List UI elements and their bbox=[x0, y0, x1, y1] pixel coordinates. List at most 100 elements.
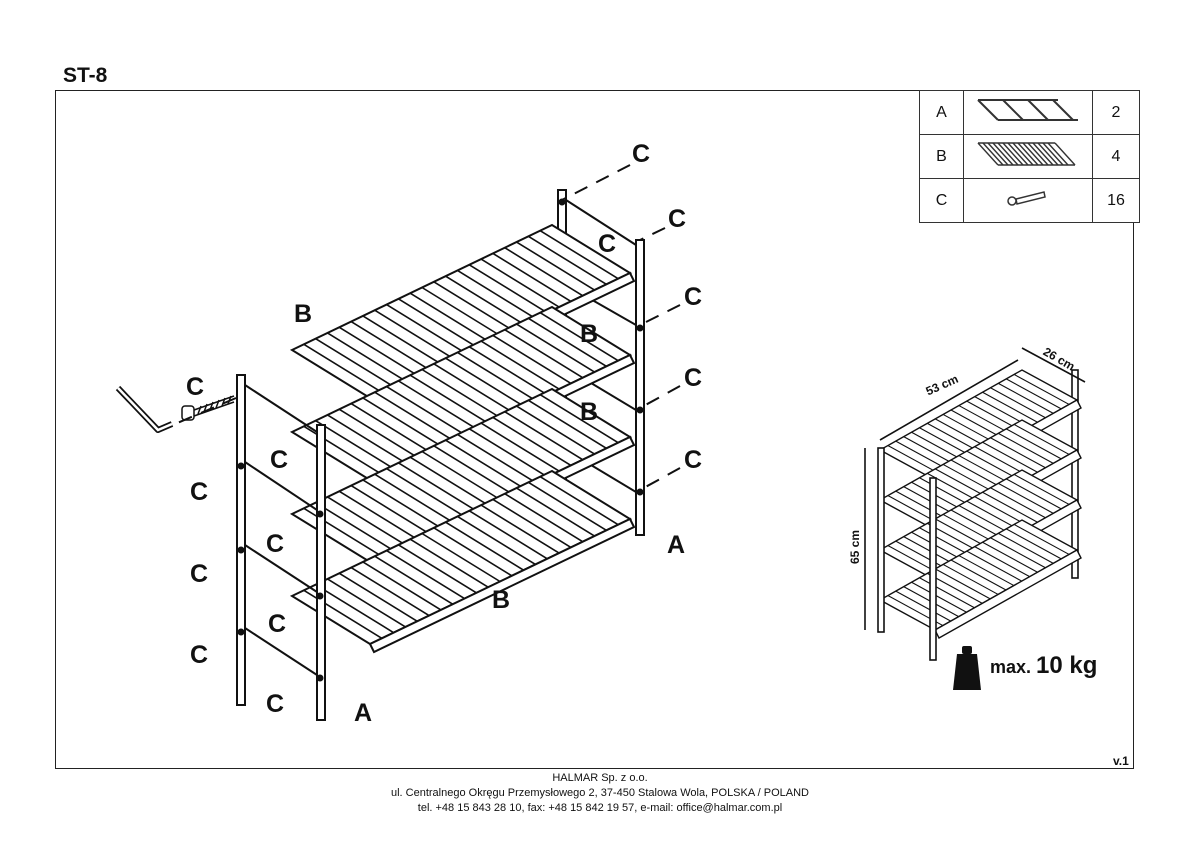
shelf-slat bbox=[362, 315, 442, 365]
shelf-slat bbox=[445, 521, 525, 571]
shelf-slat bbox=[397, 462, 477, 512]
shelf-slat bbox=[504, 493, 584, 543]
shelf-slat bbox=[1005, 528, 1062, 560]
shelf-slat bbox=[504, 247, 584, 297]
shelf-slat bbox=[504, 411, 584, 461]
assembled-shelf-preview bbox=[864, 347, 1086, 661]
part-letter: A bbox=[919, 90, 964, 135]
shelf-slat bbox=[362, 397, 442, 447]
shelf-slat bbox=[966, 550, 1023, 582]
weight-icon bbox=[953, 646, 981, 690]
label-c: C bbox=[190, 478, 209, 506]
shelf-slat bbox=[374, 555, 454, 605]
shelf-slat bbox=[457, 269, 536, 320]
shelf-front-rail bbox=[368, 517, 636, 654]
shelf-slat bbox=[1013, 423, 1070, 455]
frame-rung bbox=[244, 544, 318, 593]
shelf-slat bbox=[492, 416, 572, 467]
exploded-assembly-view bbox=[236, 189, 645, 721]
shelf-slat bbox=[327, 578, 406, 628]
company-contact: tel. +48 15 843 28 10, fax: +48 15 842 1… bbox=[417, 802, 783, 814]
shelf-slat bbox=[433, 527, 513, 577]
frame-rung bbox=[244, 627, 318, 676]
screw-icon bbox=[963, 178, 1093, 223]
screw-hole bbox=[636, 488, 644, 496]
screw-hole bbox=[316, 510, 324, 518]
screw-hole bbox=[237, 462, 245, 470]
shelf-slat bbox=[397, 544, 477, 594]
dashed-screw-lines bbox=[174, 164, 681, 491]
shelf-slat bbox=[315, 501, 395, 552]
max-load-label: max. 10 kg bbox=[990, 652, 1097, 680]
shelf-slat bbox=[527, 235, 607, 286]
label-c: C bbox=[684, 364, 703, 392]
shelf-slat bbox=[338, 326, 418, 376]
shelf-slat bbox=[468, 264, 548, 314]
shelf-slat bbox=[911, 581, 967, 613]
label-c: C bbox=[684, 283, 703, 311]
shelf-slat bbox=[480, 504, 560, 554]
shelf-slat bbox=[539, 394, 619, 444]
shelf-slat bbox=[1005, 428, 1062, 460]
preview-front-post bbox=[929, 477, 937, 661]
shelf-slat bbox=[998, 532, 1054, 564]
shelf-slat bbox=[409, 538, 489, 588]
shelf-slat bbox=[315, 337, 395, 388]
screw-hole bbox=[237, 546, 245, 554]
shelf-slat bbox=[998, 482, 1054, 514]
shelf-slat bbox=[362, 561, 442, 611]
shelf-slat bbox=[445, 275, 525, 325]
frame-rung bbox=[244, 461, 318, 511]
allen-key-icon bbox=[115, 385, 174, 433]
shelf-slat bbox=[468, 510, 548, 560]
shelf-slat bbox=[1013, 473, 1070, 505]
label-c: C bbox=[190, 560, 209, 588]
shelf-slat bbox=[421, 450, 501, 501]
shelf-slat bbox=[974, 546, 1030, 578]
shelf-slat bbox=[527, 399, 607, 450]
label-b: B bbox=[492, 586, 511, 614]
shelf-slat bbox=[480, 422, 560, 472]
shelf-slat bbox=[350, 320, 430, 371]
max-load-prefix: max. bbox=[990, 657, 1032, 677]
version-label: v.1 bbox=[1113, 754, 1129, 768]
shelf-slat bbox=[516, 405, 595, 455]
shelf-slat bbox=[374, 391, 454, 441]
table-row: C 16 bbox=[919, 178, 1140, 223]
shelf-slat bbox=[421, 286, 501, 337]
shelf-slat bbox=[338, 408, 418, 458]
left-front-post bbox=[316, 424, 326, 721]
shelf-slat bbox=[990, 537, 1046, 569]
shelf-slat bbox=[895, 590, 952, 622]
instruction-frame bbox=[55, 90, 1134, 769]
shelf-slat bbox=[409, 292, 489, 342]
shelf-slat bbox=[516, 487, 595, 537]
shelf-slat bbox=[397, 298, 477, 348]
shelf-slat bbox=[982, 491, 1038, 523]
shelf-slat bbox=[315, 583, 395, 634]
shelf-slat bbox=[362, 479, 442, 529]
company-address: ul. Centralnego Okręgu Przemysłowego 2, … bbox=[390, 787, 809, 799]
label-c: C bbox=[270, 446, 289, 474]
shelf-slat bbox=[539, 230, 619, 280]
shelf-slat bbox=[445, 357, 525, 407]
frame-rung bbox=[244, 384, 318, 433]
label-b: B bbox=[294, 300, 313, 328]
max-load-value: 10 kg bbox=[1036, 652, 1098, 679]
shelf-slat bbox=[327, 332, 406, 382]
shelf-slat bbox=[480, 340, 560, 390]
slatted-shelf-icon bbox=[963, 134, 1093, 179]
screw-hole bbox=[316, 592, 324, 600]
label-a: A bbox=[667, 531, 686, 559]
width-dimension-line bbox=[879, 359, 1019, 441]
screw-hole bbox=[636, 324, 644, 332]
label-c: C bbox=[266, 690, 285, 718]
shelf-slat bbox=[350, 402, 430, 453]
label-c: C bbox=[598, 230, 617, 258]
shelf-slat bbox=[492, 252, 572, 303]
shelf-slat bbox=[990, 487, 1046, 519]
label-c: C bbox=[268, 610, 287, 638]
depth-dimension-line bbox=[1021, 347, 1086, 383]
shelf-slat bbox=[1005, 478, 1062, 510]
shelf-slat bbox=[539, 476, 619, 526]
